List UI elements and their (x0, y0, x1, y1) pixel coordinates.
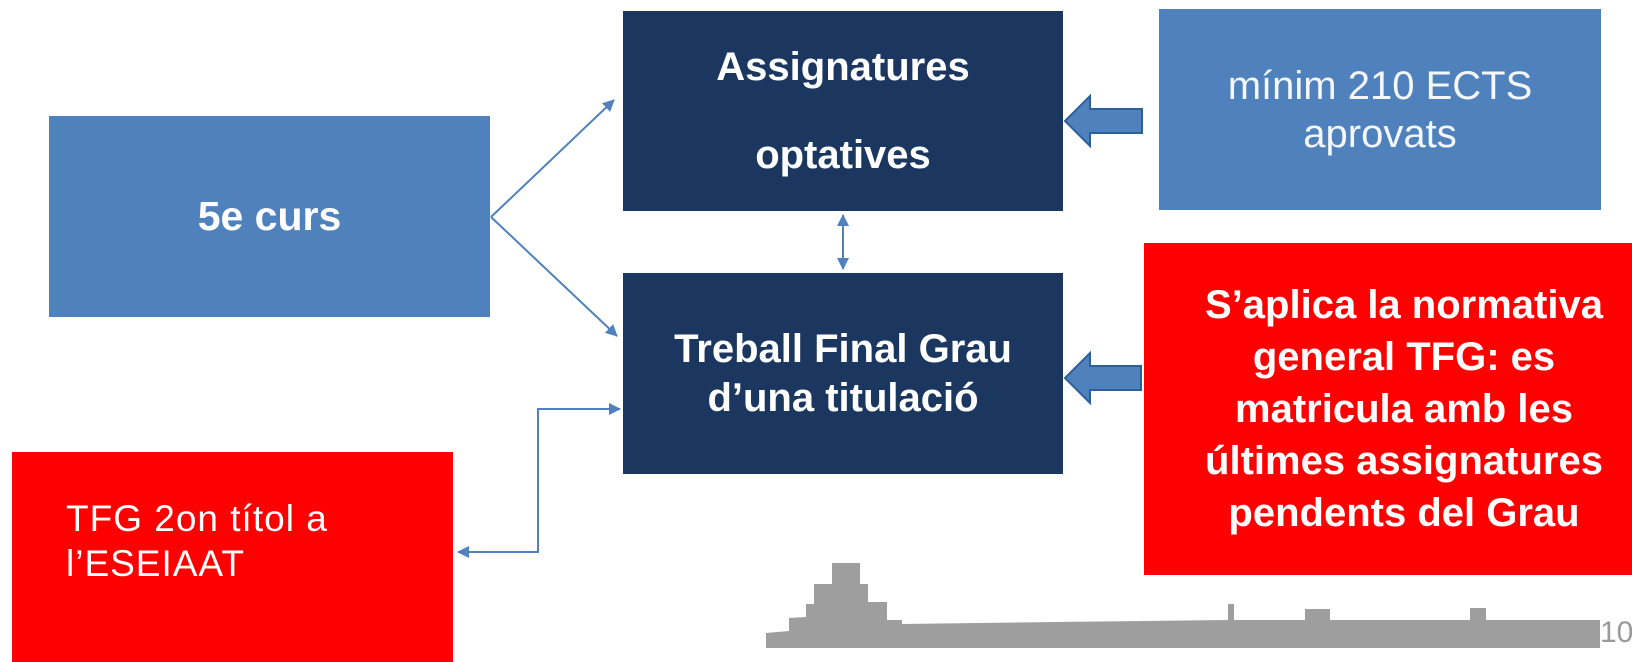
connector-2on-to-tfg (457, 403, 621, 558)
final-project-box: Treball Final Grau d’una titulació (623, 273, 1063, 474)
second-degree-line2: l’ESEIAAT (66, 543, 245, 584)
regulation-note-line: S’aplica la normativa (1205, 283, 1603, 327)
final-project-line2: d’una titulació (707, 375, 979, 420)
connector-5e-to-optatives (490, 99, 615, 218)
ects-requirement-line1: mínim 210 ECTS (1227, 63, 1533, 108)
second-degree-box: TFG 2on títol a l’ESEIAAT (12, 452, 453, 662)
connectors (457, 93, 1143, 558)
ship-silhouette-icon (766, 563, 1600, 648)
block-arrow-left-icon (1063, 93, 1143, 149)
regulation-note-line: matricula amb les (1235, 387, 1573, 431)
ects-requirement-line2: aprovats (1303, 111, 1457, 156)
regulation-note-line: general TFG: es (1252, 335, 1556, 379)
optional-subjects-line2: optatives (755, 133, 931, 177)
regulation-note-line: pendents del Grau (1228, 491, 1580, 535)
optional-subjects-line1: Assignatures (716, 45, 970, 89)
second-degree-line1: TFG 2on títol a (66, 498, 328, 539)
optional-subjects-box: Assignatures optatives (623, 11, 1063, 211)
regulation-note-box: S’aplica la normativa general TFG: es ma… (1144, 243, 1632, 575)
block-arrow-left-icon (1063, 350, 1142, 406)
page-number: 10 (1600, 616, 1632, 649)
final-project-line1: Treball Final Grau (674, 326, 1012, 371)
regulation-note-line: últimes assignatures (1205, 439, 1603, 483)
fifth-year-label: 5e curs (197, 193, 342, 239)
connector-5e-to-tfg (490, 216, 618, 337)
fifth-year-box: 5e curs (49, 116, 490, 317)
ects-requirement-box: mínim 210 ECTS aprovats (1159, 9, 1601, 210)
